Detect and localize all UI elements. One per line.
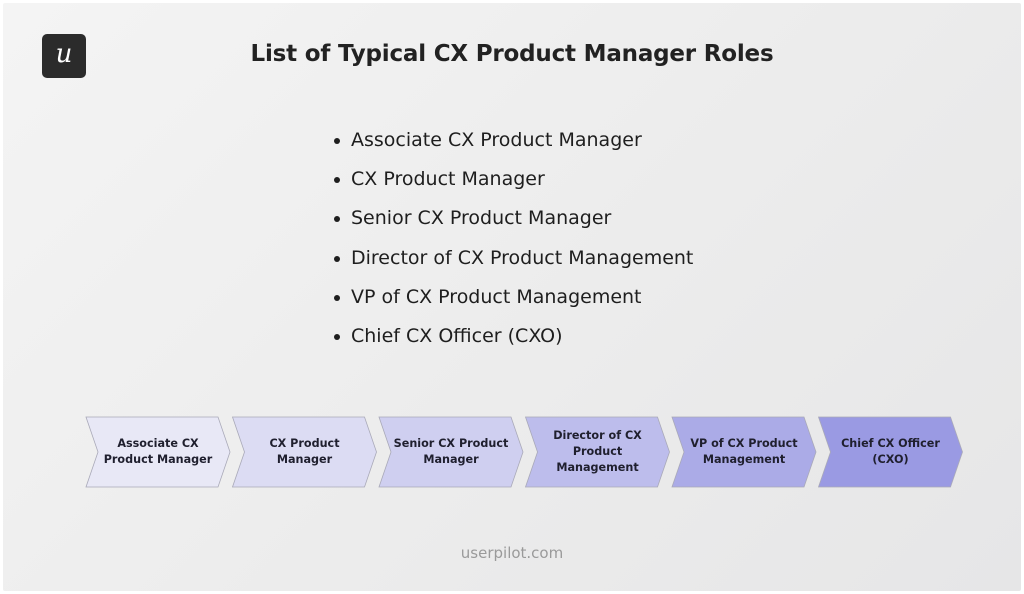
role-item: Senior CX Product Manager <box>331 203 693 242</box>
page-title: List of Typical CX Product Manager Roles <box>250 41 774 67</box>
flow-step-shape <box>817 416 963 488</box>
logo-glyph: u <box>55 39 73 69</box>
userpilot-logo: u <box>42 34 86 78</box>
footer-url: userpilot.com <box>460 544 564 562</box>
role-item: Chief CX Officer (CXO) <box>331 321 693 360</box>
flow-chevrons <box>85 416 963 488</box>
roles-list: Associate CX Product Manager CX Product … <box>331 125 693 360</box>
role-item: VP of CX Product Management <box>331 282 693 321</box>
role-item: Director of CX Product Management <box>331 243 693 282</box>
flow-step-shape <box>85 416 231 488</box>
role-item: Associate CX Product Manager <box>331 125 693 164</box>
flow-step-label: Chief CX Officer(CXO) <box>841 437 940 466</box>
infographic-canvas: u List of Typical CX Product Manager Rol… <box>3 3 1021 591</box>
flow-step-shape <box>524 416 670 488</box>
flow-step-label: CX Product Manager <box>269 437 340 466</box>
flow-step-shape <box>378 416 524 488</box>
flow-step-shape <box>231 416 377 488</box>
flow-step-shape <box>671 416 817 488</box>
role-item: CX Product Manager <box>331 164 693 203</box>
